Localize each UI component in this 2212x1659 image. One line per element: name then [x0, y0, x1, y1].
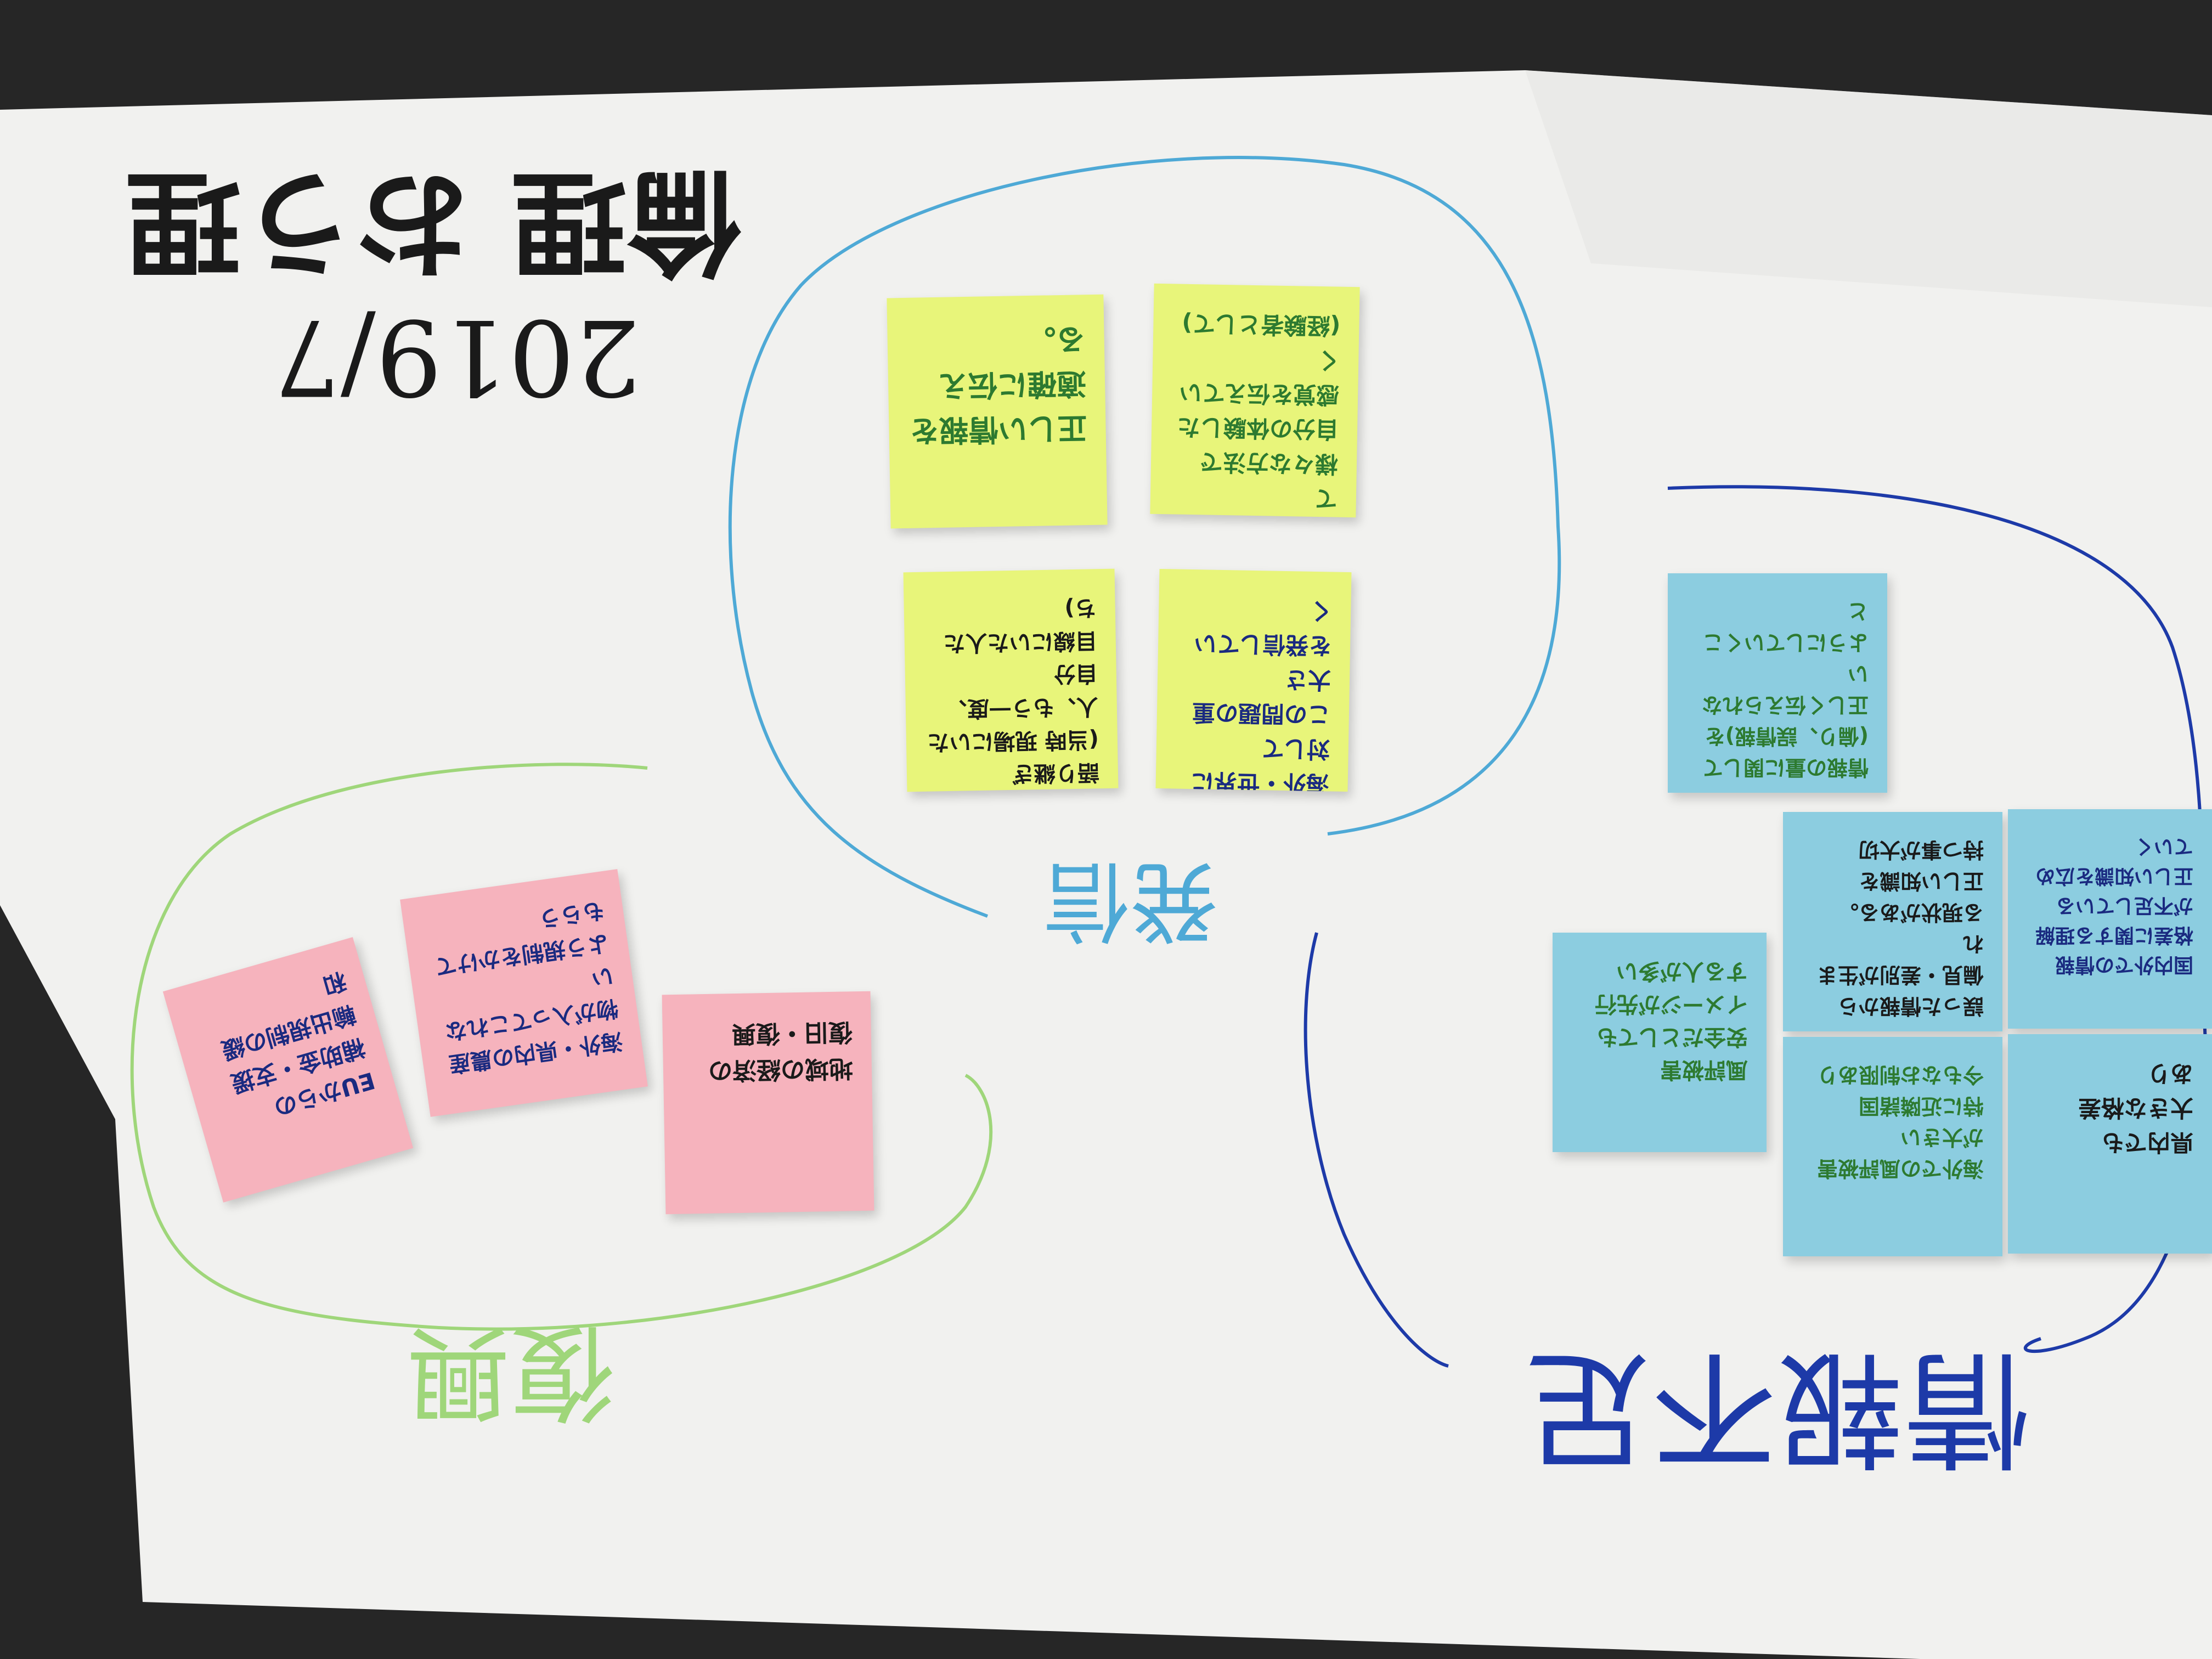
sticky-note-yellow: 海外・世界に対して この問題の重大さ を発信していく — [1155, 568, 1352, 792]
cluster-label-left: 復興 — [406, 1311, 615, 1432]
cluster-outline-left — [130, 763, 993, 1331]
sticky-note-pink: 地域の経済の 復旧・復興 — [662, 991, 874, 1215]
note-text: 海外・世界に対して この問題の重大さ を発信していく — [1190, 597, 1333, 792]
note-text: EUからの 補助金・支援 輸出規制の緩和 — [218, 967, 378, 1121]
cluster-outline-top — [728, 156, 1561, 918]
sticky-note-yellow: 語り継ぎ (当時 現場にいた 人、もう一度、自分 目線にいた人たち) — [903, 568, 1119, 792]
sticky-note-blue: 県内でも 大きな格差 あり — [2008, 1034, 2212, 1254]
sticky-note-yellow: 正しい情報を 適確に伝える。 — [887, 294, 1108, 529]
sticky-note-pink: 海外・県内の農産 物が入ってこれない よう規制をかけて もらう — [400, 869, 648, 1117]
paper-sheet — [0, 70, 2212, 1659]
board-date: 2019/7 — [274, 296, 641, 417]
sticky-note-blue: 誤った情報から 偏見・差別が生まれ る現状がある。 正しい知識を 持つ事が大切 — [1783, 812, 2002, 1031]
note-text: 情報の量に関して (偏り、誤情報)を 正しく伝えられない ようにしていくこと — [1701, 599, 1869, 780]
paper-shade — [1525, 70, 2212, 307]
note-text: 海外・県内の農産 物が入ってこれない よう規制をかけて もらう — [433, 897, 624, 1077]
sticky-note-blue: 情報の量に関して (偏り、誤情報)を 正しく伝えられない ようにしていくこと — [1668, 573, 1887, 793]
sticky-note-blue: 海外での風評被害 が大きい 特に近隣諸国 今もなお制限あり — [1783, 1037, 2002, 1256]
note-text: 県内でも 大きな格差 あり — [2078, 1060, 2193, 1156]
board-title: 倫理 おう理 — [126, 154, 743, 290]
note-text: 正しい情報を 適確に伝える。 — [909, 321, 1088, 448]
note-text: 国内外での情報 格差に関する理解 が不足している 正しい知識を広めていく — [2035, 835, 2193, 976]
cluster-label-right: 情報不足 — [1525, 1334, 2030, 1481]
note-text: 誤った情報から 偏見・差別が生まれ る現状がある。 正しい知識を 持つ事が大切 — [1816, 838, 1984, 1018]
sticky-note-blue: 国内外での情報 格差に関する理解 が不足している 正しい知識を広めていく — [2008, 809, 2212, 1029]
note-text: 語り継ぎ (当時 現場にいた 人、もう一度、自分 目線にいた人たち) — [927, 595, 1100, 786]
cluster-label-top: 発信 — [1042, 850, 1218, 952]
sticky-note-blue: 風評被害 安全だとしても イメージが先行 する人が多い — [1553, 933, 1767, 1152]
note-text: 実際に経験 できない人として 様々な方法で 自分の体験した 感覚を伝えていく (… — [1175, 309, 1341, 518]
note-text: 海外での風評被害 が大きい 特に近隣諸国 今もなお制限あり — [1816, 1063, 1984, 1181]
sticky-note-yellow: 実際に経験 できない人として 様々な方法で 自分の体験した 感覚を伝えていく (… — [1150, 283, 1360, 518]
note-text: 地域の経済の 復旧・復興 — [708, 1018, 854, 1085]
note-text: 風評被害 安全だとしても イメージが先行 する人が多い — [1594, 958, 1748, 1082]
